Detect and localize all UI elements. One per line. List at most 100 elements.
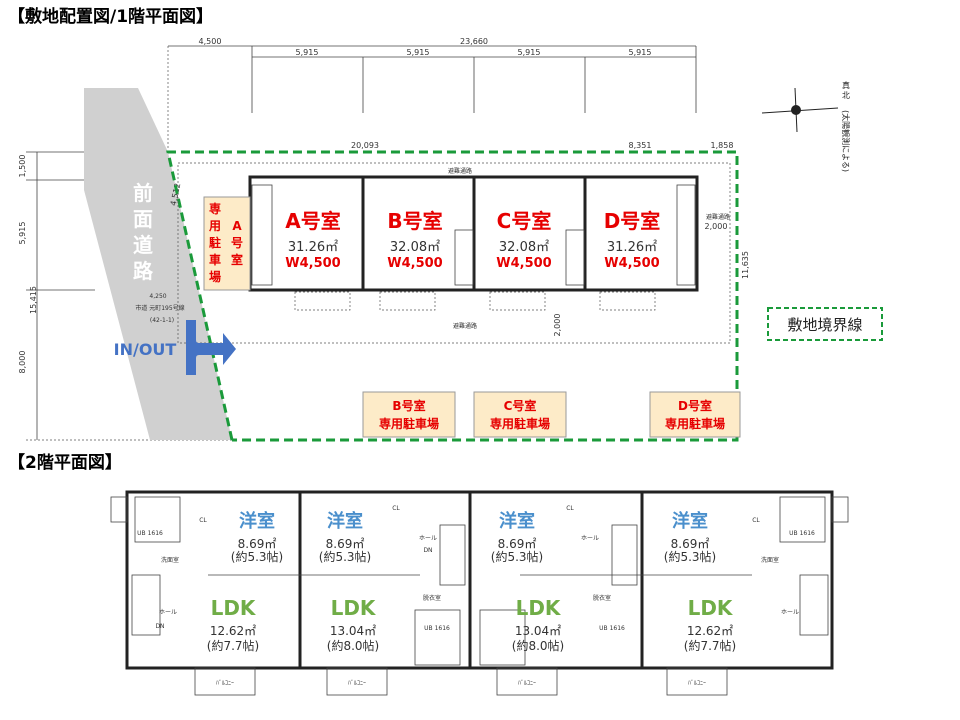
svg-text:CL: CL bbox=[199, 517, 207, 524]
svg-text:(約5.3帖): (約5.3帖) bbox=[491, 549, 543, 564]
svg-text:LDK: LDK bbox=[516, 596, 562, 620]
dim-left: 15,415 bbox=[29, 286, 38, 314]
svg-text:用: 用 bbox=[208, 219, 221, 233]
svg-text:洗面室: 洗面室 bbox=[761, 556, 779, 564]
compass-char: 北 bbox=[842, 91, 850, 100]
svg-text:LDK: LDK bbox=[331, 596, 377, 620]
dim-boundary: 8,351 bbox=[629, 141, 652, 150]
svg-text:ﾊﾞﾙｺﾆｰ: ﾊﾞﾙｺﾆｰ bbox=[348, 680, 366, 687]
road-char: 道 bbox=[133, 233, 153, 257]
unit-d-2f: 洋室 8.69㎡ (約5.3帖) LDK 12.62㎡ (約7.7帖) bbox=[664, 510, 736, 653]
svg-text:号: 号 bbox=[231, 235, 243, 250]
svg-text:8.69㎡: 8.69㎡ bbox=[238, 537, 277, 551]
road-note: (42-1-1) bbox=[150, 317, 174, 324]
unit-a-2f: 洋室 8.69㎡ (約5.3帖) LDK 12.62㎡ (約7.7帖) bbox=[207, 510, 283, 653]
in-out-label: IN/OUT bbox=[114, 340, 177, 359]
unit-c-2f: 洋室 8.69㎡ (約5.3帖) LDK 13.04㎡ (約8.0帖) bbox=[491, 510, 564, 653]
svg-text:31.26㎡: 31.26㎡ bbox=[607, 240, 657, 255]
svg-text:UB 1616: UB 1616 bbox=[137, 530, 163, 537]
svg-text:UB 1616: UB 1616 bbox=[599, 625, 625, 632]
dim-unit: 5,915 bbox=[407, 48, 430, 57]
svg-text:LDK: LDK bbox=[688, 596, 734, 620]
dim-total: 23,660 bbox=[460, 37, 488, 46]
svg-text:B号室: B号室 bbox=[387, 209, 442, 233]
svg-text:32.08㎡: 32.08㎡ bbox=[390, 240, 440, 255]
unit-b: B号室 32.08㎡ W4,500 bbox=[387, 209, 442, 271]
dim-unit: 5,915 bbox=[518, 48, 541, 57]
dim-left: 1,500 bbox=[18, 155, 27, 178]
svg-text:12.62㎡: 12.62㎡ bbox=[687, 624, 733, 638]
svg-text:車: 車 bbox=[209, 252, 221, 267]
svg-text:8.69㎡: 8.69㎡ bbox=[326, 537, 365, 551]
svg-text:LDK: LDK bbox=[211, 596, 257, 620]
svg-text:専用駐車場: 専用駐車場 bbox=[379, 416, 439, 431]
compass-note: (太陽観測による) bbox=[841, 110, 851, 172]
dim-boundary: 20,093 bbox=[351, 141, 379, 150]
svg-text:(約5.3帖): (約5.3帖) bbox=[231, 549, 283, 564]
dim-unit: 5,915 bbox=[629, 48, 652, 57]
svg-text:ﾊﾞﾙｺﾆｰ: ﾊﾞﾙｺﾆｰ bbox=[518, 680, 536, 687]
evac-bottom-label: 避難通路 bbox=[453, 322, 477, 330]
svg-text:洋室: 洋室 bbox=[239, 510, 275, 532]
svg-text:洋室: 洋室 bbox=[672, 510, 708, 532]
road-char: 面 bbox=[133, 207, 153, 231]
evac-bottom-width: 2,000 bbox=[553, 314, 562, 337]
svg-text:脱衣室: 脱衣室 bbox=[593, 594, 611, 602]
svg-text:ホール: ホール bbox=[419, 535, 437, 542]
dim-boundary: 1,858 bbox=[711, 141, 734, 150]
boundary-legend-label: 敷地境界線 bbox=[787, 316, 862, 334]
svg-text:D号室: D号室 bbox=[604, 209, 661, 233]
site-plan-title: 【敷地配置図/1階平面図】 bbox=[8, 6, 213, 27]
unit-a: A号室 31.26㎡ W4,500 bbox=[285, 209, 340, 271]
svg-text:(約5.3帖): (約5.3帖) bbox=[319, 549, 371, 564]
road-char: 路 bbox=[133, 259, 154, 283]
svg-text:洋室: 洋室 bbox=[327, 510, 363, 532]
dim-right: 11,635 bbox=[741, 251, 750, 279]
site-boundary bbox=[166, 150, 739, 442]
evac-right-width: 2,000 bbox=[705, 222, 728, 231]
svg-text:13.04㎡: 13.04㎡ bbox=[515, 624, 561, 638]
svg-text:(約5.3帖): (約5.3帖) bbox=[664, 549, 716, 564]
svg-text:(約8.0帖): (約8.0帖) bbox=[512, 638, 564, 653]
parking-d: D号室 専用駐車場 bbox=[649, 391, 741, 438]
svg-text:CL: CL bbox=[566, 505, 574, 512]
svg-text:32.08㎡: 32.08㎡ bbox=[499, 240, 549, 255]
svg-text:CL: CL bbox=[752, 517, 760, 524]
dim-left: 5,915 bbox=[18, 222, 27, 245]
svg-text:8.69㎡: 8.69㎡ bbox=[498, 537, 537, 551]
second-floor-title: 【2階平面図】 bbox=[8, 452, 122, 473]
svg-text:ホール: ホール bbox=[781, 609, 799, 616]
svg-text:C号室: C号室 bbox=[497, 209, 552, 233]
svg-text:13.04㎡: 13.04㎡ bbox=[330, 624, 376, 638]
svg-text:洋室: 洋室 bbox=[499, 510, 535, 532]
compass-char: 真 bbox=[842, 80, 850, 90]
unit-b-2f: 洋室 8.69㎡ (約5.3帖) LDK 13.04㎡ (約8.0帖) bbox=[319, 510, 379, 653]
left-dimensions: 1,500 5,915 15,415 8,000 11,635 bbox=[18, 151, 750, 441]
svg-text:ホール: ホール bbox=[159, 609, 177, 616]
road-char: 前 bbox=[133, 181, 153, 205]
svg-text:UB 1616: UB 1616 bbox=[789, 530, 815, 537]
svg-text:(約8.0帖): (約8.0帖) bbox=[327, 638, 379, 653]
road-width: 4,250 bbox=[149, 293, 166, 300]
svg-text:専用駐車場: 専用駐車場 bbox=[490, 416, 550, 431]
svg-text:ﾊﾞﾙｺﾆｰ: ﾊﾞﾙｺﾆｰ bbox=[216, 680, 234, 687]
building-first-floor bbox=[248, 175, 699, 311]
unit-d: D号室 31.26㎡ W4,500 bbox=[604, 209, 661, 271]
svg-text:CL: CL bbox=[392, 505, 400, 512]
second-floor-small-labels: UB 1616 UB 1616 UB 1616 UB 1616 洗面室 洗面室 … bbox=[137, 505, 815, 687]
parking-c: C号室 専用駐車場 bbox=[473, 391, 567, 438]
svg-text:ﾊﾞﾙｺﾆｰ: ﾊﾞﾙｺﾆｰ bbox=[688, 680, 706, 687]
svg-text:(約7.7帖): (約7.7帖) bbox=[207, 638, 259, 653]
parking-a: 専 用 駐 車 場 A 号 室 bbox=[203, 196, 251, 291]
svg-text:駐: 駐 bbox=[209, 235, 221, 250]
svg-text:DN: DN bbox=[155, 623, 164, 630]
svg-text:DN: DN bbox=[423, 547, 432, 554]
top-dimensions: 4,500 23,660 5,915 5,915 5,915 5,915 20,… bbox=[167, 37, 734, 150]
dim-4500: 4,500 bbox=[199, 37, 222, 46]
svg-text:専: 専 bbox=[209, 201, 221, 216]
svg-text:C号室: C号室 bbox=[504, 398, 537, 413]
dim-left: 8,000 bbox=[18, 351, 27, 374]
svg-text:A: A bbox=[232, 219, 242, 233]
evac-right-label: 避難通路 bbox=[706, 213, 730, 221]
svg-text:脱衣室: 脱衣室 bbox=[423, 594, 441, 602]
